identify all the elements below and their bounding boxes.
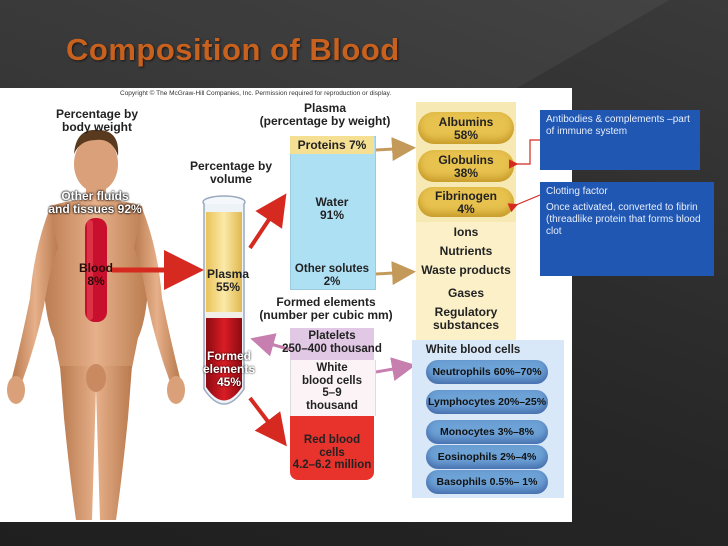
wbc-line2: blood cells <box>301 374 363 387</box>
platelets-line1: Platelets <box>308 330 356 342</box>
tube-formed-line1: Formed <box>206 349 251 363</box>
gases-label: Gases <box>447 286 485 300</box>
volume-heading: Percentage by volume <box>186 160 276 186</box>
blood-label: Blood 8% <box>74 262 118 288</box>
arrow-proteins-to-detail <box>375 137 416 162</box>
formed-heading-line1: Formed elements <box>276 295 376 309</box>
wbc-detail-heading: White blood cells <box>425 344 521 356</box>
wbc-detail-panel: White blood cells Neutrophils 60%–70% Ly… <box>412 340 564 498</box>
tube-formed-line3: 45% <box>216 375 242 389</box>
copyright-notice: Copyright © The McGraw-Hill Companies, I… <box>120 90 392 97</box>
volume-heading-line1: Percentage by <box>189 159 273 173</box>
formed-heading: Formed elements (number per cubic mm) <box>256 296 396 322</box>
wbc-band <box>290 360 376 416</box>
proteins-band <box>290 136 374 154</box>
wbc-line3: 5–9 <box>322 387 342 399</box>
other-fluids-line2: and tissues 92% <box>48 202 142 216</box>
other-fluids-label: Other fluids and tissues 92% <box>42 190 148 216</box>
regulatory-line2: substances <box>432 318 500 332</box>
plasma-heading-line1: Plasma <box>303 101 347 115</box>
regulatory-substances-label: Regulatory substances <box>416 306 516 332</box>
rbc-line1: Red blood <box>303 434 361 446</box>
wbc-line1: White <box>316 362 348 374</box>
body-heading-line2: body weight <box>62 120 132 134</box>
monocytes-pill: Monocytes 3%–8% <box>426 420 548 444</box>
body-weight-heading: Percentage by body weight <box>52 108 142 134</box>
tube-plasma-line1: Plasma <box>206 267 250 281</box>
globulins-label: Globulins 38% <box>418 154 514 180</box>
globulins-line1: Globulins <box>438 153 494 167</box>
human-body-illustration <box>7 129 185 520</box>
globulins-line2: 38% <box>453 166 479 180</box>
clotting-note-body: Once activated, converted to fibrin (thr… <box>546 202 701 237</box>
globulins-pill <box>418 150 514 182</box>
neutrophils-pill: Neutrophils 60%–70% <box>426 360 548 384</box>
rbc-label: Red blood cells 4.2–6.2 million <box>280 434 384 472</box>
fibrinogen-label: Fibrinogen 4% <box>418 190 514 216</box>
water-line2: 91% <box>319 208 345 222</box>
platelets-label: Platelets 250–400 thousand <box>270 330 394 356</box>
plasma-heading: Plasma (percentage by weight) <box>250 102 400 128</box>
antibodies-note-text: Antibodies & complements –part of immune… <box>546 114 690 137</box>
formed-heading-line2: (number per cubic mm) <box>259 308 393 322</box>
water-line1: Water <box>315 195 349 209</box>
arrow-tube-to-formed <box>248 396 287 447</box>
waste-products-label: Waste products <box>421 263 511 277</box>
basophils-pill: Basophils 0.5%– 1% <box>426 470 548 494</box>
slide-title: Composition of Blood <box>66 32 400 67</box>
albumins-label: Albumins 58% <box>418 116 514 142</box>
albumins-line1: Albumins <box>438 115 494 129</box>
plasma-heading-line2: (percentage by weight) <box>259 114 391 128</box>
albumins-pill <box>418 112 514 144</box>
water-label: Water 91% <box>290 196 374 222</box>
wbc-line4: thousand <box>306 399 358 412</box>
rbc-band <box>290 416 374 480</box>
other-fluids-line1: Other fluids <box>61 189 129 203</box>
eosinophils-pill: Eosinophils 2%–4% <box>426 445 548 469</box>
solutes-detail-panel <box>416 222 516 340</box>
arrow-wbc-to-detail <box>375 357 416 381</box>
arrow-platelets-to-tube <box>250 333 293 357</box>
wbc-label: White blood cells 5–9 thousand <box>290 362 374 412</box>
fibrinogen-line1: Fibrinogen <box>435 189 497 203</box>
clotting-note: Clotting factor Once activated, converte… <box>540 182 714 276</box>
proteins-label: Proteins 7% <box>297 138 367 152</box>
arrow-solutes-to-detail <box>375 261 416 286</box>
solutes-line2: 2% <box>323 276 341 288</box>
albumins-line2: 58% <box>453 128 479 142</box>
volume-heading-line2: volume <box>209 172 252 186</box>
clotting-connector <box>507 194 541 213</box>
tube-formed-line2: elements <box>202 362 256 376</box>
tube-plasma-label: Plasma 55% <box>200 268 256 294</box>
tube-plasma-line2: 55% <box>215 280 241 294</box>
platelets-band <box>290 328 374 360</box>
lymphocytes-pill: Lymphocytes 20%–25% <box>426 390 548 414</box>
regulatory-line1: Regulatory <box>434 305 498 319</box>
flow-arrows <box>112 137 416 447</box>
rbc-line2: cells <box>319 446 345 459</box>
test-tube-illustration <box>202 195 246 405</box>
clotting-note-title: Clotting factor <box>546 186 608 197</box>
platelets-line2: 250–400 thousand <box>282 343 382 355</box>
arrow-tube-to-plasma <box>248 193 287 250</box>
blood-line1: Blood <box>79 261 113 275</box>
solutes-line1: Other solutes <box>294 263 370 275</box>
nutrients-label: Nutrients <box>439 244 493 258</box>
body-heading-line1: Percentage by <box>55 107 139 121</box>
fibrinogen-line2: 4% <box>457 202 475 216</box>
antibodies-connector <box>508 139 540 169</box>
ions-label: Ions <box>453 225 479 239</box>
antibodies-note: Antibodies & complements –part of immune… <box>540 110 700 170</box>
other-solutes-label: Other solutes 2% <box>286 263 378 289</box>
blood-line2: 8% <box>87 274 105 288</box>
fibrinogen-pill <box>418 187 514 217</box>
tube-formed-label: Formed elements 45% <box>196 350 262 389</box>
blood-composition-figure: Copyright © The McGraw-Hill Companies, I… <box>0 88 572 522</box>
rbc-line3: 4.2–6.2 million <box>292 459 372 471</box>
